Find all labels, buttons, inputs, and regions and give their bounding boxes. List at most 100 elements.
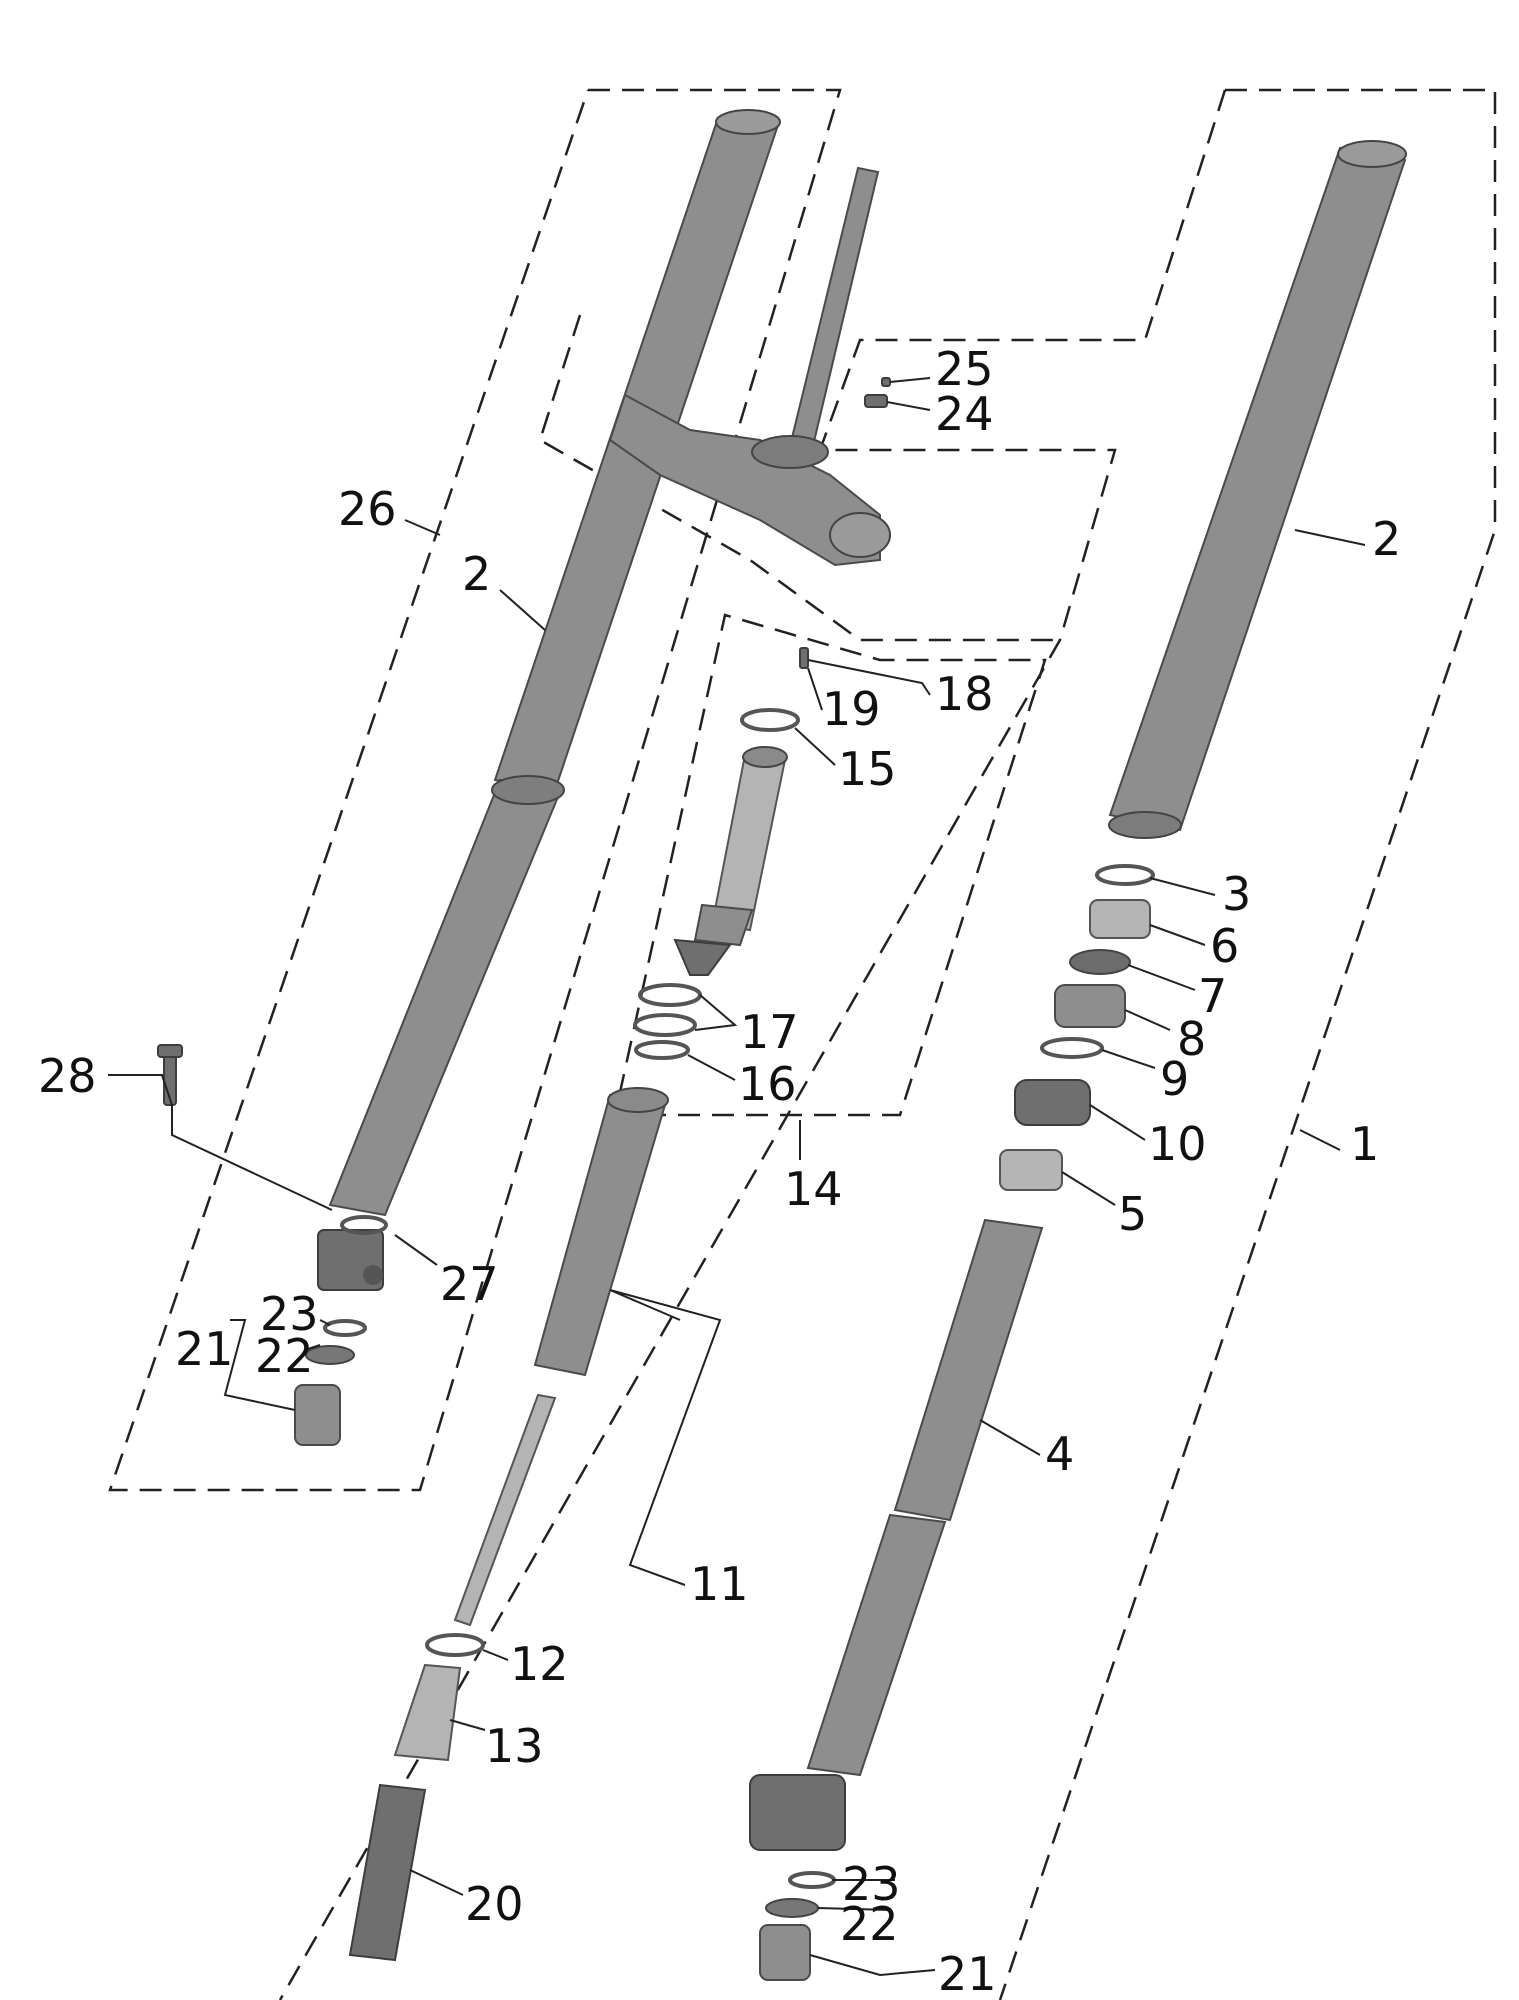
leader-21a [223,1319,296,1411]
right-upper-tube [1108,146,1407,832]
leader-8 [1124,1009,1171,1031]
bolt-28-head [157,1044,183,1058]
right-axle-nut-21 [759,1924,811,1981]
damper-body [710,753,787,932]
left-axle-nut-21 [294,1384,341,1446]
damper-boundary-14 [610,613,1047,1117]
leader-2b [1294,529,1366,546]
leader-22a [304,1344,321,1351]
left-axle-clamp-hole [363,1265,383,1285]
label-6: 6 [1210,919,1239,973]
left-ring-23 [323,1319,367,1337]
right-bushing-5 [999,1149,1063,1191]
label-23-right: 23 [842,1857,901,1911]
label-14: 14 [784,1162,843,1216]
right-tube-top [1337,140,1407,168]
label-20: 20 [465,1877,524,1931]
triple-clamp-stem-boss [751,435,829,469]
leader-11 [609,1289,722,1586]
right-fork-boundary [998,88,1497,2000]
label-13: 13 [485,1719,544,1773]
leader-9 [1101,1049,1156,1069]
label-21-left: 21 [175,1322,234,1376]
leader-lines [108,377,1366,1977]
leader-20 [409,1869,464,1896]
right-bushing-6 [1089,899,1151,939]
right-fork-assembly [749,140,1407,1981]
leader-28 [108,1074,333,1211]
label-3: 3 [1222,867,1251,921]
right-washer-22 [765,1898,819,1918]
right-seal-8 [1054,984,1126,1028]
leader-21b [809,1954,936,1977]
leader-26 [404,519,441,536]
label-17: 17 [740,1005,799,1059]
left-fork-assembly [317,109,781,1291]
leader-6 [1149,924,1206,946]
label-23-left: 23 [260,1287,319,1341]
leader-19 [807,667,823,711]
left-washer-22 [305,1345,355,1365]
label-26: 26 [338,482,397,536]
leader-4 [979,1419,1041,1456]
triple-clamp-bolt-boss [829,512,891,558]
left-lower-tube [328,778,562,1217]
label-2-left: 2 [462,547,491,601]
leader-3 [1149,877,1216,896]
right-ring-3 [1095,864,1155,886]
label-8: 8 [1177,1012,1206,1066]
label-22-right: 22 [840,1897,899,1951]
leader-24 [886,401,931,411]
leader-7 [1127,964,1196,991]
label-11: 11 [690,1557,749,1611]
damper-body-top [742,746,788,768]
damper-cartridge-parts [633,708,800,1060]
leader-10 [1089,1104,1146,1141]
triple-clamp-boundary [538,314,1060,642]
label-19: 19 [822,682,881,736]
leader-17 [694,994,738,1031]
left-tube-top [715,109,781,135]
damper-ring-17b [633,1013,697,1037]
right-clip-9 [1040,1037,1104,1059]
label-27: 27 [440,1257,499,1311]
leader-22b [817,1907,891,1911]
label-21-right: 21 [938,1947,997,2000]
label-2-right: 2 [1372,512,1401,566]
part-number-labels: 1 2 2 3 4 5 6 7 8 9 10 11 12 13 14 15 16… [38,342,1401,2000]
leader-27 [394,1234,438,1266]
right-washer-7 [1069,949,1131,975]
leader-18 [807,659,931,696]
leader-13 [449,1719,486,1731]
label-28: 28 [38,1049,97,1103]
leader-1 [1299,1129,1341,1151]
damper-piston [693,903,754,947]
label-10: 10 [1148,1117,1207,1171]
label-24: 24 [935,387,994,441]
label-5: 5 [1118,1187,1147,1241]
right-dust-seal-10 [1014,1079,1091,1126]
right-ring-23 [788,1871,836,1889]
left-o-ring-27 [340,1215,388,1235]
left-fork-boundary [108,88,842,1492]
cartridge-tube [533,1093,667,1377]
right-axle-clamp [749,1774,846,1851]
label-18: 18 [935,667,994,721]
cartridge-rod [453,1393,557,1627]
cartridge-rod-assembly [348,1087,669,1962]
label-7: 7 [1198,969,1227,1023]
pin-19 [799,647,809,669]
label-25: 25 [935,342,994,396]
label-9: 9 [1160,1052,1189,1106]
bleed-screw-24 [864,394,888,408]
label-22-left: 22 [255,1329,314,1383]
cartridge-tube-top [607,1087,669,1113]
leader-15 [794,727,836,766]
leader-2a [499,589,546,631]
right-tube-bottom [1108,811,1182,839]
damper-valve-tip [673,938,732,976]
spring-20 [348,1783,427,1962]
triple-clamp-assembly [608,166,891,567]
label-16: 16 [738,1057,797,1111]
